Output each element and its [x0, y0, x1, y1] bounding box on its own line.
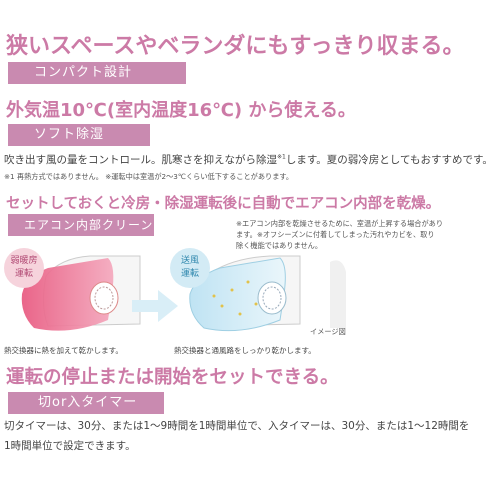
timer-heading: 運転の停止または開始をセットできる。: [6, 367, 339, 388]
soft-body-end: します。夏の弱冷房としてもおすすめです。: [285, 154, 493, 166]
timer-body-2: 1時間単位で設定できます。: [4, 440, 136, 452]
clean-note-3: 除く機能ではありません。: [236, 241, 323, 250]
heat-mode-label: 弱暖房 運転: [4, 248, 44, 288]
timer-body-1: 切タイマーは、30分、または1～9時間を1時間単位で、入タイマーは、30分、また…: [4, 420, 470, 432]
image-note: イメージ図: [310, 327, 346, 336]
soft-body: 吹き出す風の量をコントロール。肌寒さを抑えながら除湿※1します。夏の弱冷房として…: [4, 152, 493, 167]
clean-note-2: ます。※オフシーズンに付着してしまった汚れやカビを、取り: [236, 230, 435, 239]
soft-notes: ※1 再熱方式ではありません。 ※運転中は室温が2～3℃くらい低下することがあり…: [4, 172, 294, 181]
fan-ac-unit: [189, 255, 301, 332]
clean-heading: セットしておくと冷房・除湿運転後に自動でエアコン内部を乾燥。: [6, 196, 441, 212]
wall-panel: [330, 260, 346, 328]
timer-bar: 切or入タイマー: [8, 392, 164, 414]
clean-illustration: [21, 255, 346, 332]
soft-bar: ソフト除湿: [8, 124, 150, 146]
headline: 狭いスペースやベランダにもすっきり収まる。: [6, 34, 465, 59]
compact-bar: コンパクト設計: [8, 62, 186, 84]
fan-mode-label: 送風 運転: [170, 248, 210, 288]
caption-right: 熱交換器と通風路をしっかり乾かします。: [174, 346, 316, 355]
heated-ac-unit: [21, 255, 141, 331]
arrow-right-icon: [132, 290, 178, 322]
soft-heading: 外気温10℃(室内温度16℃) から使える。: [6, 100, 356, 121]
soft-body-text: 吹き出す風の量をコントロール。肌寒さを抑えながら除湿: [4, 154, 277, 166]
caption-left: 熱交換器に熱を加えて乾かします。: [4, 346, 123, 355]
clean-bar: エアコン内部クリーン: [8, 214, 154, 236]
soft-sup: ※1: [277, 153, 286, 161]
clean-note-1: ※エアコン内部を乾燥させるために、室温が上昇する場合があり: [236, 219, 444, 228]
